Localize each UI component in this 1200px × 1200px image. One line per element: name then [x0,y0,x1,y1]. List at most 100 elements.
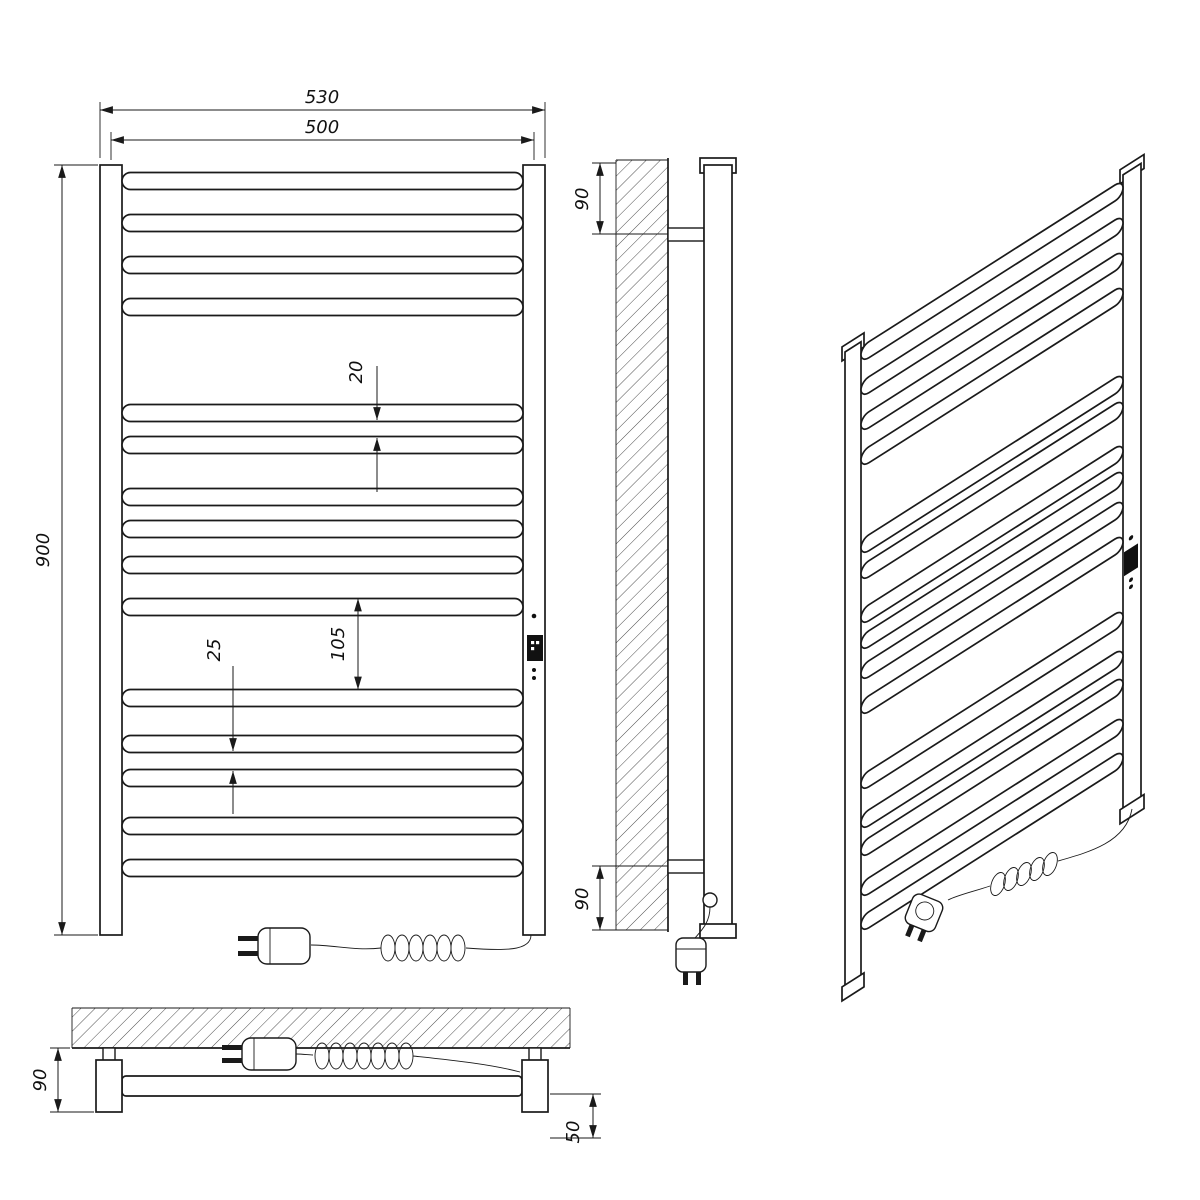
rung-bar [121,768,524,788]
controller-display [527,635,543,661]
plug-pin [696,972,701,985]
dim-height-overall: 900 [33,164,98,936]
side-post-cap-bottom [699,923,737,939]
dim-label-20: 20 [346,361,367,384]
display-segment [531,641,535,645]
rung-bar [861,499,1123,682]
mount-bracket-top [667,227,705,242]
rung-bar [121,816,524,836]
dim-label-25: 25 [204,639,225,662]
rung-bar [861,609,1123,792]
rung-bar [861,285,1123,468]
rung-bar [121,171,524,191]
cable-coil [314,1042,414,1070]
dim-label-900: 900 [33,533,54,567]
power-cable [222,1037,521,1073]
left-post-foot [842,973,864,1001]
rung-bar [121,519,524,539]
rung-bar [121,213,524,233]
left-post [99,164,123,936]
controller-button [532,676,536,680]
bottom-view: 90 50 [30,1007,601,1143]
plug-pin [683,972,688,985]
rung-bars [121,171,524,878]
cable-segment [412,1055,521,1073]
rung-bar [861,716,1123,899]
front-view: 530 500 900 20 105 [33,87,546,965]
cable-coil [380,934,466,962]
rung-bar [121,255,524,275]
wall-hatch [616,160,668,930]
cable-segment [295,1053,314,1056]
cable-segment [465,934,532,950]
plug-pin [238,951,258,956]
dim-width-mount: 500 [110,117,535,160]
side-post [703,164,733,936]
dim-label-90-wall: 90 [30,1069,51,1092]
wall-hatch [72,1008,570,1048]
cable-segment [310,944,382,950]
power-led-icon [1128,535,1134,541]
plug-pin [222,1058,242,1063]
rung-bar [121,297,524,317]
left-post-top [95,1059,123,1113]
temperature-controller [1124,535,1138,590]
controller-display [1124,543,1138,577]
rail-tube-top [121,1075,523,1097]
right-post [522,164,546,936]
plug-pin [238,936,258,941]
dim-rung-gap-small: 20 [346,361,381,492]
dim-label-90-bottom: 90 [572,888,593,911]
left-post [845,342,861,992]
display-segment [536,641,540,645]
rung-bar [861,180,1123,363]
cable-segment [1057,808,1133,862]
rung-bar [121,435,524,455]
dim-width-overall: 530 [99,87,546,158]
perspective-ladder [842,155,1144,1001]
power-led-icon [531,613,537,619]
perspective-view [842,155,1144,1001]
dim-rung-spacing-large: 105 [328,598,362,690]
power-plug [238,927,311,965]
power-cable [904,808,1133,943]
rung-bar [861,373,1123,556]
rung-bar [121,487,524,507]
plug-pin [917,929,927,943]
rung-bar [861,648,1123,831]
rung-bar [861,250,1123,433]
rung-bar [121,403,524,423]
dim-label-105: 105 [328,627,349,661]
rung-bar [861,534,1123,717]
rung-bar [861,676,1123,859]
right-post [1123,163,1141,814]
rung-bar [861,443,1123,626]
power-cable [238,927,532,965]
dim-rung-gap-lower: 25 [204,639,237,814]
plug-pin [222,1045,242,1050]
cable-segment [947,885,991,901]
rung-bar [121,858,524,878]
right-post-top [521,1059,549,1113]
cable-coil [990,852,1058,896]
dim-label-530: 530 [305,87,339,108]
power-plug [904,893,944,943]
temperature-controller [527,613,543,680]
rung-bar [861,750,1123,933]
controller-button [1129,584,1133,590]
dim-bracket-depth: 50 [550,1093,601,1143]
cable-segment [694,906,711,939]
dim-wall-clearance: 90 [30,1047,94,1113]
rung-bar [861,469,1123,652]
rung-bars [861,180,1123,933]
rung-bar [861,215,1123,398]
side-view: 90 90 [572,157,737,985]
display-segment [531,647,535,651]
rung-bar [121,688,524,708]
controller-button [532,668,536,672]
rung-bar [121,734,524,754]
dim-label-500: 500 [305,117,339,138]
side-power-plug [675,937,707,985]
